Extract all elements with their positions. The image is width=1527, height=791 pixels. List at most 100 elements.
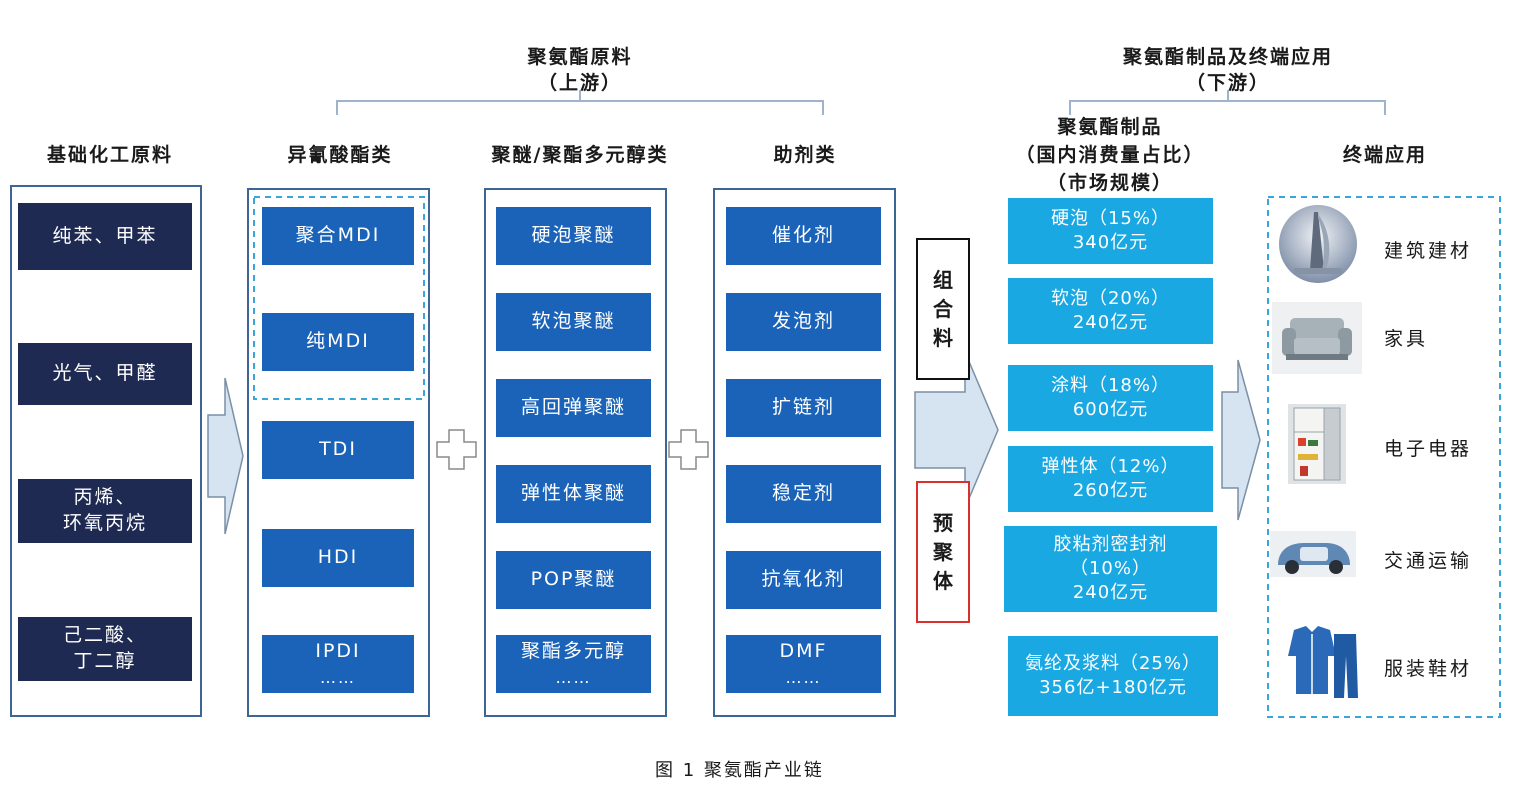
applications-dashed-frame [1267,196,1501,718]
product-line2: 240亿元 [1072,312,1149,333]
raw-item-4: 己二酸、 丁二醇 [18,617,192,681]
products-header-line3: （市场规模） [1046,172,1173,194]
raw-item-line2: 环氧丙烷 [62,512,147,534]
compound-label: 组 合 料 [916,238,970,380]
product-line3: 240亿元 [1072,582,1149,604]
additive-column-header: 助剂类 [773,144,837,166]
product-line2: 340亿元 [1072,232,1149,253]
plus-sign-2 [668,429,709,470]
raw-item-1: 纯苯、甲苯 [18,203,192,270]
raw-item-line1: 光气、甲醛 [52,362,158,385]
compound-char: 料 [933,325,953,350]
clothing-icon [1288,626,1358,698]
polyol-item-label: 高回弹聚醚 [520,396,626,419]
raw-column-frame [10,185,202,717]
app-label-electronics: 电子电器 [1384,438,1473,460]
upstream-subtitle: （上游） [537,72,622,94]
isocyanate-column-header: 异氰酸酯类 [287,144,393,166]
raw-item-2: 光气、甲醛 [18,343,192,405]
app-label-furniture: 家具 [1384,328,1429,350]
additive-item-dots: …… [785,668,822,688]
product-item-2: 软泡（20%） 240亿元 [1008,278,1213,344]
applications-column-header: 终端应用 [1342,144,1427,166]
upstream-title: 聚氨酯原料 [527,46,633,68]
raw-item-line1: 己二酸、 [62,624,147,647]
additive-item-label: 扩链剂 [771,396,835,419]
additive-item-3: 扩链剂 [726,379,881,437]
additive-column-frame [713,188,896,717]
polyol-item-dots: …… [555,668,592,688]
sofa-icon [1272,302,1362,374]
product-line2: 356亿+180亿元 [1039,677,1187,698]
app-label-building: 建筑建材 [1384,240,1473,262]
polyol-item-label: POP聚醚 [530,568,617,591]
building-icon [1279,205,1357,283]
raw-column-header: 基础化工原料 [46,144,173,166]
prepolymer-char: 预 [933,510,953,535]
product-item-4: 弹性体（12%） 260亿元 [1008,446,1213,512]
additive-item-1: 催化剂 [726,207,881,265]
polyol-item-2: 软泡聚醚 [496,293,651,351]
polyol-item-1: 硬泡聚醚 [496,207,651,265]
isocyanate-item-label: 纯MDI [306,330,370,353]
product-line1: 软泡（20%） [1050,287,1170,309]
product-line1: 硬泡（15%） [1050,207,1170,229]
figure-caption: 图 1 聚氨酯产业链 [655,760,824,781]
app-label-clothing: 服装鞋材 [1384,658,1473,680]
product-line2: 600亿元 [1072,399,1149,420]
isocyanate-column-frame [247,188,430,717]
arrow-to-products [914,351,999,509]
product-line1: 氨纶及浆料（25%） [1024,652,1201,674]
upstream-brace [336,90,824,115]
additive-item-6: DMF …… [726,635,881,693]
prepolymer-char: 聚 [933,539,953,564]
isocyanate-item-label: IPDI [315,640,361,663]
additive-item-label: 抗氧化剂 [761,568,846,591]
refrigerator-icon [1288,404,1346,484]
app-label-transport: 交通运输 [1384,550,1473,572]
polyol-item-5: POP聚醚 [496,551,651,609]
arrow-raw-to-isocyanate [207,377,244,535]
polyol-column-frame [484,188,667,717]
product-line2: （10%） [1069,557,1151,579]
isocyanate-item-3: TDI [262,421,414,479]
isocyanate-item-4: HDI [262,529,414,587]
product-item-3: 涂料（18%） 600亿元 [1008,365,1213,431]
downstream-subtitle: （下游） [1185,72,1270,94]
downstream-brace [1069,90,1386,115]
arrow-to-applications [1221,359,1261,521]
compound-char: 组 [933,267,953,292]
additive-item-5: 抗氧化剂 [726,551,881,609]
raw-item-line2: 丁二醇 [73,650,137,672]
mdi-dashed-frame [253,196,425,400]
additive-item-2: 发泡剂 [726,293,881,351]
products-header-line1: 聚氨酯制品 [1057,116,1163,138]
isocyanate-item-2: 纯MDI [262,313,414,371]
polyol-item-4: 弹性体聚醚 [496,465,651,523]
product-item-5: 胶粘剂密封剂 （10%） 240亿元 [1004,526,1217,612]
product-item-1: 硬泡（15%） 340亿元 [1008,198,1213,264]
raw-item-line1: 纯苯、甲苯 [52,224,158,247]
isocyanate-item-label: HDI [317,546,359,569]
product-line2: 260亿元 [1072,480,1149,501]
additive-item-4: 稳定剂 [726,465,881,523]
polyol-item-6: 聚酯多元醇 …… [496,635,651,693]
polyol-column-header: 聚醚/聚酯多元醇类 [491,144,669,166]
isocyanate-item-5: IPDI …… [262,635,414,693]
product-line1: 涂料（18%） [1050,374,1170,396]
products-header-line2: （国内消费量占比） [1015,144,1205,166]
prepolymer-char: 体 [933,568,953,593]
raw-item-line1: 丙烯、 [73,486,137,509]
polyol-item-label: 聚酯多元醇 [520,640,626,663]
additive-item-label: 稳定剂 [771,482,835,505]
product-line1: 胶粘剂密封剂 [1053,533,1168,555]
polyol-item-3: 高回弹聚醚 [496,379,651,437]
additive-item-label: 催化剂 [771,224,835,247]
additive-item-label: DMF [779,640,828,663]
product-line1: 弹性体（12%） [1041,455,1180,477]
compound-char: 合 [933,296,953,321]
additive-item-label: 发泡剂 [771,310,835,333]
isocyanate-item-1: 聚合MDI [262,207,414,265]
isocyanate-item-label: 聚合MDI [295,224,381,247]
